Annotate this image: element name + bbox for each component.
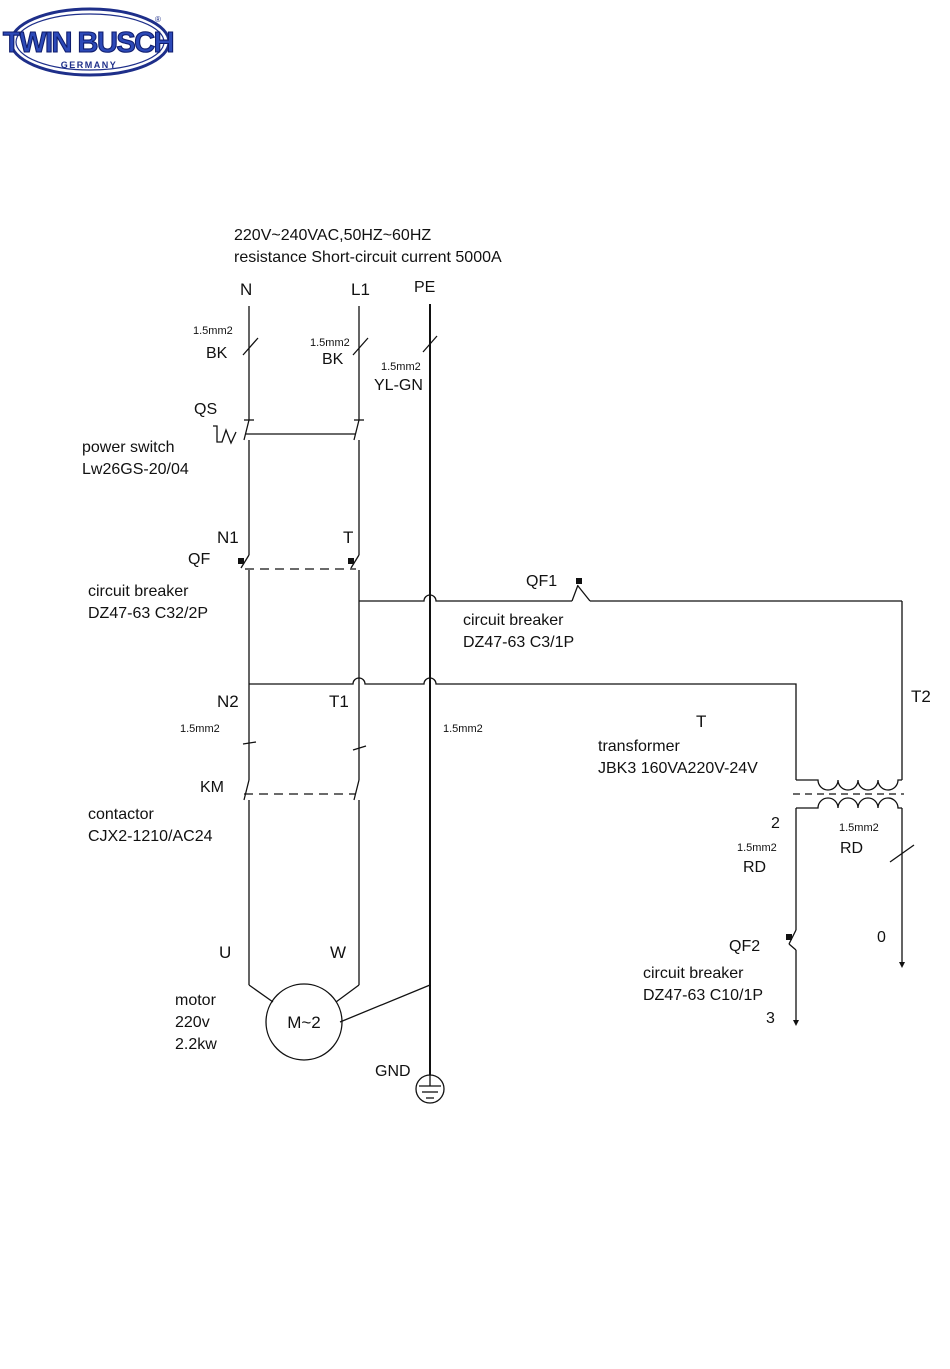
output-0-arrow: [899, 962, 905, 968]
cable-tick-marks: [242, 335, 915, 863]
pe-cable-color: YL-GN: [374, 377, 423, 394]
qf-t-label: T: [343, 528, 353, 547]
motor-symbol: [265, 983, 343, 1061]
qs-name: power switch: [82, 439, 174, 456]
qf2-tag: QF2: [729, 938, 760, 955]
brand-logo: TWIN BUSCH GERMANY ®: [2, 7, 175, 77]
transformer-output-0: 0: [877, 929, 886, 946]
transformer-name: transformer: [598, 738, 680, 755]
secondary-right-cable-size: 1.5mm2: [839, 822, 879, 834]
motor-w-label: W: [330, 943, 346, 962]
qf1-model: DZ47-63 C3/1P: [463, 634, 574, 651]
km-n2-label: N2: [217, 692, 239, 711]
l1-cable-size: 1.5mm2: [310, 337, 350, 349]
km-contactor: [243, 779, 360, 801]
supply-voltage-text: 220V~240VAC,50HZ~60HZ: [234, 227, 431, 244]
l1-cable-color: BK: [322, 351, 344, 368]
qf1-name: circuit breaker: [463, 612, 564, 629]
km-name: contactor: [88, 806, 154, 823]
ground-symbol: [415, 1074, 445, 1104]
svg-text:TWIN BUSCH: TWIN BUSCH: [3, 27, 173, 59]
svg-text:®: ®: [155, 15, 161, 24]
lower-cable-size: 1.5mm2: [180, 723, 220, 735]
qf1-breaker: [571, 578, 591, 602]
terminal-n-label: N: [240, 280, 252, 299]
secondary-left-cable-color: RD: [743, 859, 766, 876]
gnd-label: GND: [375, 1063, 411, 1080]
qf-main-breaker: [238, 554, 360, 570]
output-3-arrow: [793, 1020, 799, 1026]
motor-u-label: U: [219, 943, 231, 962]
secondary-left-cable-size: 1.5mm2: [737, 842, 777, 854]
km-model: CJX2-1210/AC24: [88, 828, 213, 845]
short-circuit-text: resistance Short-circuit current 5000A: [234, 249, 502, 266]
qf-n1-label: N1: [217, 528, 239, 547]
qs-power-switch: [213, 419, 364, 445]
transformer-model: JBK3 160VA220V-24V: [598, 760, 758, 777]
wires: [248, 304, 903, 1075]
n-cable-color: BK: [206, 345, 228, 362]
secondary-right-cable-color: RD: [840, 840, 863, 857]
svg-text:GERMANY: GERMANY: [61, 60, 118, 70]
km-tag: KM: [200, 779, 224, 796]
transformer-symbol: [793, 779, 904, 809]
qf2-name: circuit breaker: [643, 965, 744, 982]
transformer-output-2: 2: [771, 815, 780, 832]
motor-symbol-label: M~2: [287, 1013, 321, 1032]
transformer-t2-label: T2: [911, 687, 931, 706]
qs-tag: QS: [194, 401, 217, 418]
qf-name: circuit breaker: [88, 583, 189, 600]
qf2-model: DZ47-63 C10/1P: [643, 987, 763, 1004]
lower-pe-cable-size: 1.5mm2: [443, 723, 483, 735]
qf-tag: QF: [188, 551, 210, 568]
km-t1-label-text: T1: [329, 692, 349, 711]
motor-power: 2.2kw: [175, 1036, 217, 1053]
qf-model: DZ47-63 C32/2P: [88, 605, 208, 622]
motor-voltage: 220v: [175, 1014, 210, 1031]
motor-label: motor: [175, 992, 217, 1009]
qf1-tag: QF1: [526, 573, 557, 590]
n-cable-size: 1.5mm2: [193, 325, 233, 337]
qf2-breaker: [786, 929, 797, 951]
terminal-l1-label: L1: [351, 280, 370, 299]
terminal-pe-label: PE: [414, 279, 435, 296]
transformer-tag: T: [696, 712, 706, 731]
qf2-output-3: 3: [766, 1010, 775, 1027]
qs-model: Lw26GS-20/04: [82, 461, 189, 478]
pe-cable-size: 1.5mm2: [381, 361, 421, 373]
